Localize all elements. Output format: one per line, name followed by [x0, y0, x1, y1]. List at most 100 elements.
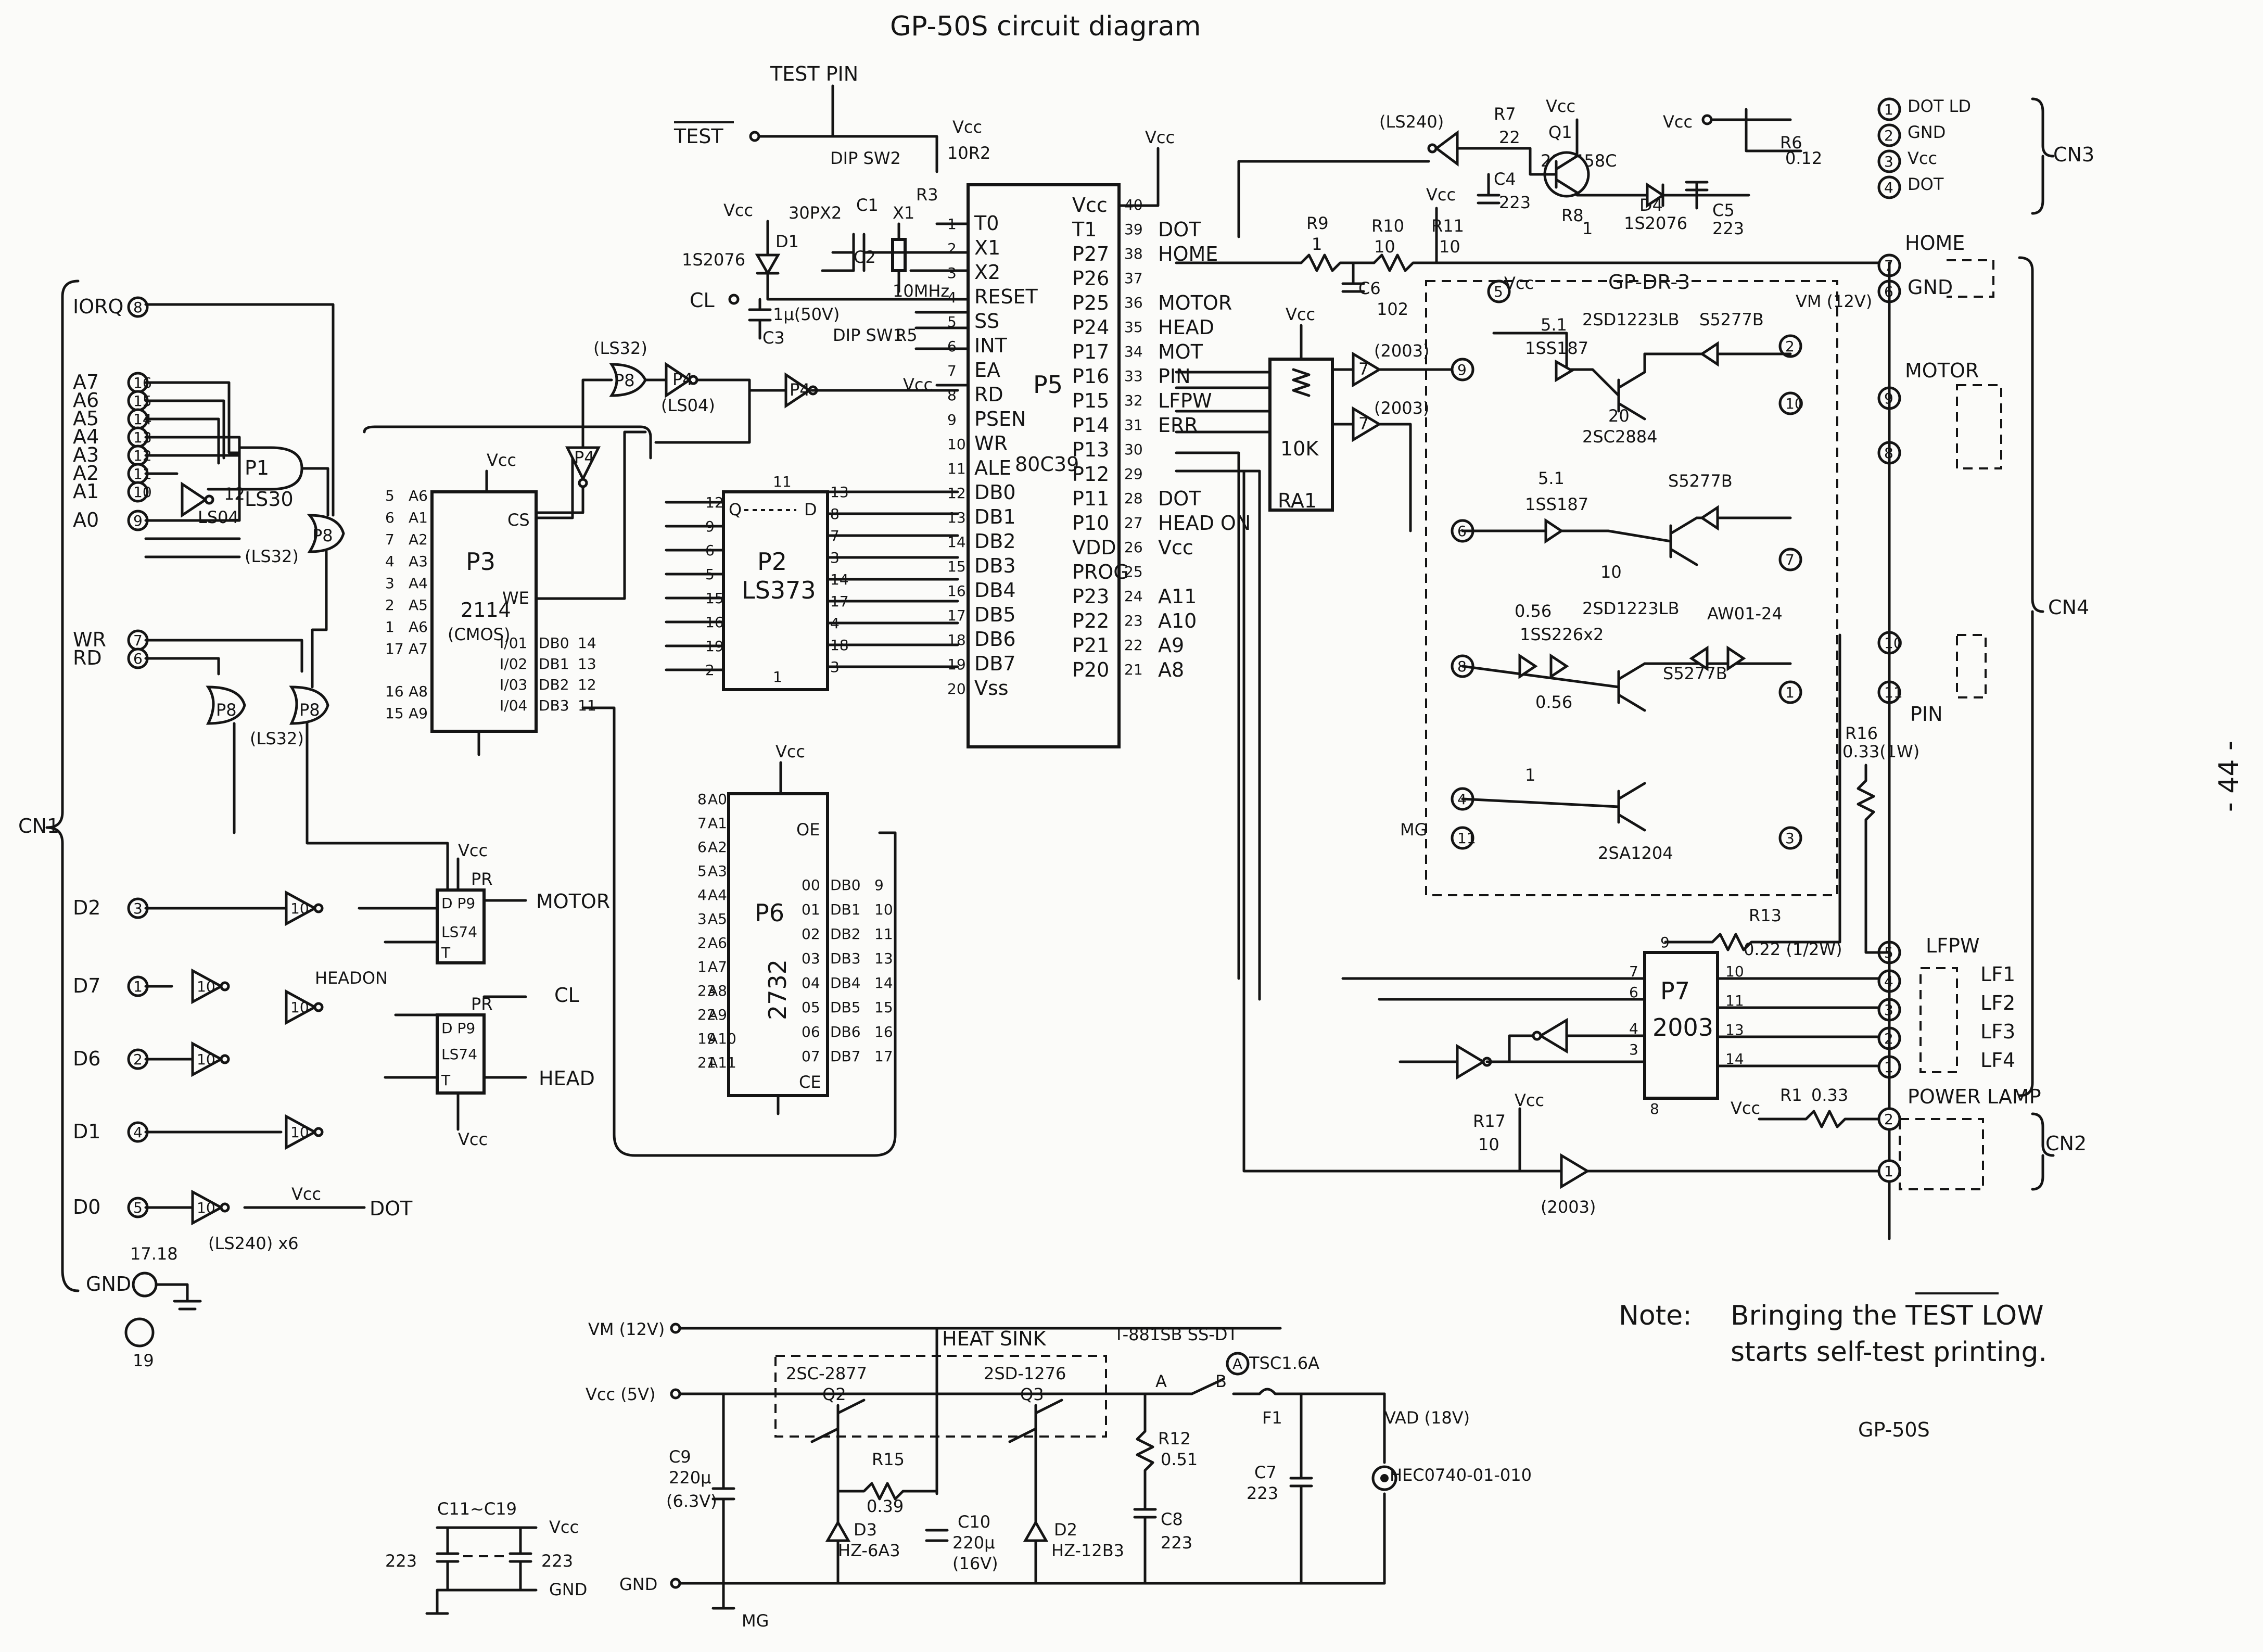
c3-value: 1μ(50V)	[773, 304, 840, 324]
p5-right-num-7: 33	[1124, 367, 1143, 385]
aw01: AW01-24	[1707, 604, 1783, 624]
p5-right-num-14: 26	[1124, 539, 1143, 556]
p6-vcc: Vcc	[775, 742, 805, 761]
p5-right-num-9: 31	[1124, 416, 1143, 434]
r1-small: 1	[1525, 765, 1535, 785]
p5-left-num-15: 15	[947, 558, 966, 575]
p7-left-1: 6	[1629, 984, 1638, 1001]
cn1-pin-circle-7	[127, 481, 149, 503]
p4-c: P4	[574, 448, 595, 467]
p6-right-db-7: DB7	[830, 1048, 861, 1065]
gp-dr-pin-number-1: 9	[1457, 361, 1467, 378]
p3-left-name-6: A6	[409, 618, 428, 636]
r11-vcc: Vcc	[1426, 185, 1456, 205]
c10-value: 220μ	[952, 1533, 995, 1553]
d4-type: 1S2076	[1624, 213, 1687, 233]
gp-dr-pin-number-0: 5	[1494, 283, 1503, 300]
r17-vcc: Vcc	[1515, 1090, 1544, 1110]
cn1-signal-6: A2	[73, 462, 99, 485]
p8-rd-label: P8	[299, 700, 320, 720]
cn1-signal-10: RD	[73, 646, 102, 669]
p6-right-db-1: DB1	[830, 901, 861, 918]
gp-dr-pin-circle-9	[1778, 680, 1802, 704]
cn3-pin-2: 3	[1884, 153, 1893, 170]
r7-vcc: Vcc	[1546, 96, 1575, 116]
chip-p2-type: LS373	[742, 576, 816, 604]
p6-left-num-4: 4	[697, 886, 707, 904]
p5-left-name-12: DB0	[974, 481, 1016, 504]
p5-left-name-16: DB4	[974, 579, 1016, 602]
r13-label: R13	[1749, 906, 1782, 925]
p6-left-num-9: 22	[697, 1006, 716, 1023]
p5-left-num-10: 10	[947, 436, 966, 453]
p6-left-name-4: A4	[708, 886, 727, 904]
p5-right-net-19: A8	[1158, 658, 1184, 681]
p4-type: (LS04)	[661, 396, 715, 415]
r8-value: 1	[1582, 219, 1593, 238]
vm-label-top: VM (12V)	[1796, 291, 1872, 311]
p6-left-name-7: A7	[708, 958, 727, 975]
c5-value: 223	[1712, 219, 1744, 238]
ls240-buffer-4	[285, 1114, 318, 1150]
p3-right-io-1: I/02	[500, 655, 527, 672]
chip-p1-name: P1	[245, 456, 269, 479]
p8-top-type: (LS32)	[245, 547, 299, 566]
note-line1: Bringing the TEST LOW	[1731, 1300, 2044, 1331]
q3-type: 2SD-1276	[984, 1364, 1066, 1383]
p5-right-name-5: P24	[1072, 316, 1109, 339]
p5-right-num-15: 25	[1124, 563, 1143, 580]
note-label: Note:	[1619, 1300, 1692, 1331]
switch-label: T-881SB SS-DT	[1113, 1325, 1238, 1344]
c5-label: C5	[1712, 200, 1735, 220]
diagram-title: GP-50S circuit diagram	[890, 11, 1201, 42]
p8-top-label: P8	[312, 526, 333, 545]
p5-left-name-6: INT	[974, 334, 1008, 357]
cn3-label-2: Vcc	[1908, 148, 1937, 168]
dip-sw1-label: DIP SW1	[833, 325, 904, 345]
p3-left-name-1: A1	[409, 509, 428, 526]
p3-left-name-5: A5	[409, 596, 428, 614]
p2-bottom-pin: 1	[773, 668, 782, 685]
net-motor: MOTOR	[536, 890, 610, 913]
cn2-pin-0: 2	[1884, 1111, 1893, 1128]
q2-type: 2SC-2877	[786, 1364, 867, 1383]
p5-right-name-19: P20	[1072, 658, 1109, 681]
d1-label: D1	[775, 232, 799, 251]
q3-label: Q3	[1020, 1384, 1044, 1404]
chip-p9-bottom: D P9 LS74 T	[436, 1013, 486, 1095]
p6-right-db-2: DB2	[830, 925, 861, 943]
p5-left-num-18: 18	[947, 631, 966, 649]
r6-label: R6	[1780, 133, 1802, 153]
ls240-top-label: (LS240)	[1379, 112, 1444, 132]
chip-p3-type: 2114	[461, 599, 511, 621]
switch-a: A	[1155, 1371, 1167, 1391]
p5-right-name-14: VDD	[1072, 536, 1116, 559]
r16-value: 0.33(1W)	[1842, 742, 1919, 761]
p5-left-name-3: X2	[974, 261, 1000, 284]
p6-right-out-7: 07	[802, 1048, 820, 1065]
r51-b: 5.1	[1538, 468, 1565, 488]
p3-left-name-7: A7	[409, 640, 428, 657]
cn1-signal-11: D2	[73, 896, 100, 919]
p3-left-num-8: 16	[385, 683, 404, 700]
p5-right-name-9: P14	[1072, 414, 1109, 437]
ls240-buffer-label-1: 10	[197, 978, 215, 995]
cn1-gnd-label: GND	[86, 1273, 131, 1295]
cn1-signal-2: A6	[73, 389, 99, 412]
p6-left-name-2: A2	[708, 838, 727, 856]
p3-left-name-2: A2	[409, 531, 428, 548]
s5277b-c: S5277B	[1663, 664, 1727, 683]
p5-right-net-8: LFPW	[1158, 389, 1212, 412]
r056-b: 0.56	[1535, 692, 1572, 712]
p6-left-name-3: A3	[708, 862, 727, 880]
p3-left-num-3: 4	[385, 553, 395, 570]
p3-left-num-6: 1	[385, 618, 395, 636]
cap-30p: 30PX2	[789, 203, 842, 223]
c9-label: C9	[669, 1447, 691, 1467]
chip-p3-name: P3	[466, 548, 495, 576]
p5-left-num-19: 19	[947, 656, 966, 673]
chip-p3-sub: (CMOS)	[448, 625, 510, 644]
power-lamp-label: POWER LAMP	[1908, 1085, 2041, 1108]
